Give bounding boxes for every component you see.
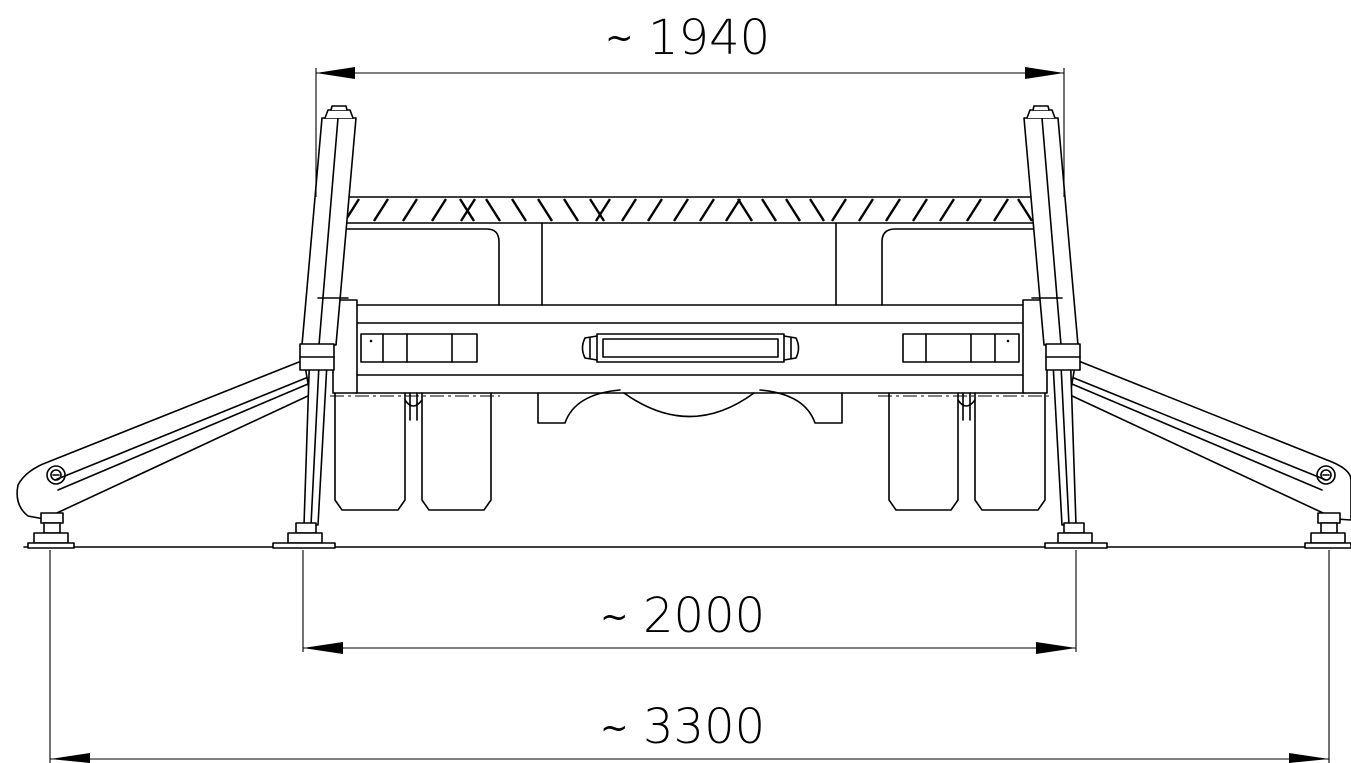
rear-bumper: [332, 299, 1048, 394]
dimension-top-prefix: ~: [605, 18, 634, 58]
frame-hatch-line: [458, 198, 476, 222]
frame-hatch-line: [808, 198, 826, 222]
hydraulic-leg-left: [272, 105, 357, 549]
hydraulic-leg-right: [1023, 105, 1108, 549]
frame-hatch-line: [594, 198, 612, 222]
frame-hatch-line: [724, 198, 742, 222]
dimension-bottom-value: 3300: [643, 699, 765, 755]
frame-hatch-line: [620, 198, 638, 222]
frame-hatch-line: [911, 198, 929, 222]
frame-hatch-line: [562, 198, 580, 222]
outer-foot-left: [27, 512, 75, 549]
body-window-left: [324, 228, 500, 306]
frame-hatch-line: [536, 198, 554, 222]
frame-hatch-line: [430, 198, 448, 222]
frame-hatch-line: [736, 198, 754, 222]
frame-hatch-line: [938, 198, 956, 222]
body-window-right: [881, 228, 1057, 306]
frame-hatch-line: [401, 198, 419, 222]
frame-hatch-line: [857, 198, 875, 222]
outer-foot-right: [1304, 512, 1351, 549]
dimension-top-value: 1940: [648, 10, 770, 66]
frame-hatch-line: [372, 198, 390, 222]
stabilizer-arm-left: [16, 359, 311, 520]
tail-light-left: [360, 333, 478, 363]
vehicle-body: [324, 222, 1057, 306]
tail-light-right: [902, 333, 1020, 363]
frame-hatch-line: [510, 198, 528, 222]
top-frame-section: [315, 196, 1065, 224]
dimension-middle: ~ 2000: [302, 550, 1077, 654]
dimension-bottom-prefix: ~: [600, 708, 629, 748]
frame-hatch-line: [830, 198, 848, 222]
dimension-middle-prefix: ~: [600, 597, 629, 637]
wheel-left-outer: [334, 392, 406, 511]
license-plate: [581, 333, 800, 363]
frame-hatch-line: [646, 198, 664, 222]
dimension-top: ~ 1940: [315, 10, 1065, 197]
axle-housing: [330, 389, 1050, 424]
frame-hatch-line: [588, 198, 606, 222]
frame-hatch-line: [760, 198, 778, 222]
wheel-right-outer: [974, 392, 1046, 511]
dimension-middle-value: 2000: [643, 588, 765, 644]
stabilizer-arm-right: [1069, 359, 1351, 521]
dimension-bottom: ~ 3300: [49, 550, 1330, 763]
frame-hatch-line: [992, 198, 1010, 222]
frame-hatch-line: [884, 198, 902, 222]
frame-hatch-line: [698, 198, 716, 222]
wheel-right-inner: [888, 392, 976, 511]
frame-hatch-line: [784, 198, 802, 222]
wheel-left-inner: [404, 392, 492, 511]
frame-hatch-line: [965, 198, 983, 222]
frame-hatch-line: [484, 198, 502, 222]
frame-hatch-line: [672, 198, 690, 222]
frame-hatch-line: [1016, 198, 1034, 222]
